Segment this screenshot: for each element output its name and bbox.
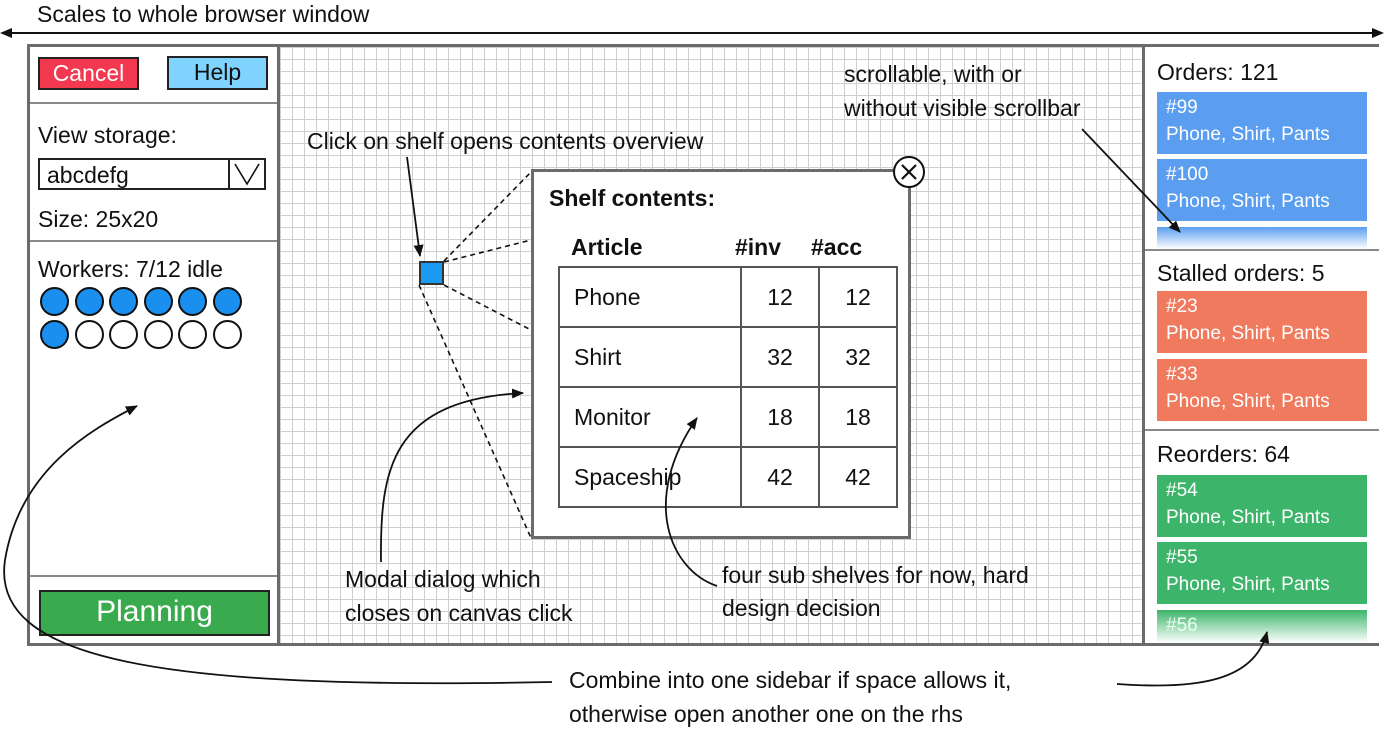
annotation-modal-line2: closes on canvas click [345, 600, 573, 626]
shelf-contents-modal: Shelf contents: Article #inv #acc Phone … [531, 169, 911, 539]
worker-busy-icon [74, 287, 104, 316]
storage-canvas[interactable] [280, 47, 1142, 643]
acc-cell: 32 [818, 326, 898, 388]
worker-busy-icon [212, 287, 242, 316]
table-row: Shirt 32 32 [558, 326, 898, 388]
cancel-button[interactable]: Cancel [38, 57, 139, 90]
divider [1145, 249, 1379, 251]
help-button[interactable]: Help [167, 56, 268, 90]
annotation-subshelves-line1: four sub shelves for now, hard [722, 562, 1029, 588]
worker-idle-icon [212, 320, 242, 349]
reorder-card[interactable]: #54 Phone, Shirt, Pants [1157, 475, 1367, 537]
divider [1145, 429, 1379, 431]
order-items: Phone, Shirt, Pants [1166, 574, 1330, 595]
shelf[interactable] [419, 261, 444, 285]
annotation-modal-line1: Modal dialog which [345, 566, 541, 592]
acc-cell: 12 [818, 266, 898, 328]
worker-busy-icon [178, 287, 207, 316]
shelf-contents-table: Phone 12 12 Shirt 32 32 Monitor 18 18 Sp… [558, 266, 898, 508]
column-header: #acc [811, 234, 863, 260]
reorders-title: Reorders: 64 [1157, 441, 1290, 467]
annotation-combine-line2: otherwise open another one on the rhs [569, 701, 963, 727]
order-card[interactable]: #99 Phone, Shirt, Pants [1157, 92, 1367, 154]
table-row: Monitor 18 18 [558, 386, 898, 448]
worker-idle-icon [74, 320, 104, 349]
order-items: Phone, Shirt, Pants [1166, 191, 1330, 212]
order-id: #33 [1166, 364, 1198, 385]
order-card-faded [1157, 227, 1367, 249]
divider [30, 575, 277, 577]
storage-select[interactable]: abcdefg [38, 158, 266, 190]
order-id: #56 [1166, 615, 1198, 636]
table-row: Phone 12 12 [558, 266, 898, 328]
annotation-subshelves-line2: design decision [722, 595, 881, 621]
modal-title: Shelf contents: [549, 185, 716, 211]
left-sidebar: Cancel Help View storage: abcdefg Size: … [30, 47, 280, 643]
storage-select-value: abcdefg [47, 162, 129, 188]
order-items: Phone, Shirt, Pants [1166, 323, 1330, 344]
divider [30, 102, 277, 104]
workers-grid [40, 287, 250, 357]
table-row: Spaceship 42 42 [558, 446, 898, 508]
order-items: Phone, Shirt, Pants [1166, 391, 1330, 412]
worker-idle-icon [178, 320, 207, 349]
worker-busy-icon [40, 287, 69, 316]
worker-idle-icon [109, 320, 138, 349]
acc-cell: 42 [818, 446, 898, 508]
annotation-shelf-click: Click on shelf opens contents overview [307, 128, 704, 154]
view-storage-label: View storage: [38, 122, 177, 148]
order-id: #54 [1166, 480, 1198, 501]
worker-busy-icon [40, 320, 69, 349]
order-id: #55 [1166, 547, 1198, 568]
size-label: Size: 25x20 [38, 206, 159, 232]
close-icon[interactable] [892, 155, 926, 189]
planning-button[interactable]: Planning [39, 590, 270, 636]
inv-cell: 18 [740, 386, 820, 448]
order-id: #100 [1166, 164, 1209, 185]
width-arrow [0, 28, 1384, 38]
order-id: #23 [1166, 296, 1198, 317]
stalled-orders-title: Stalled orders: 5 [1157, 260, 1325, 286]
article-cell: Spaceship [558, 446, 742, 508]
annotation-combine-line1: Combine into one sidebar if space allows… [569, 667, 1012, 693]
worker-busy-icon [109, 287, 138, 316]
inv-cell: 32 [740, 326, 820, 388]
order-items: Phone, Shirt, Pants [1166, 124, 1330, 145]
acc-cell: 18 [818, 386, 898, 448]
inv-cell: 12 [740, 266, 820, 328]
stalled-order-card[interactable]: #33 Phone, Shirt, Pants [1157, 359, 1367, 421]
orders-title: Orders: 121 [1157, 59, 1279, 85]
article-cell: Monitor [558, 386, 742, 448]
stalled-order-card[interactable]: #23 Phone, Shirt, Pants [1157, 291, 1367, 353]
inv-cell: 42 [740, 446, 820, 508]
article-cell: Phone [558, 266, 742, 328]
order-items: Phone, Shirt, Pants [1166, 507, 1330, 528]
right-sidebar: Orders: 121 #99 Phone, Shirt, Pants #100… [1142, 47, 1379, 643]
divider [30, 240, 277, 242]
column-header: Article [571, 234, 643, 260]
annotation-scrollable-line1: scrollable, with or [844, 61, 1022, 87]
reorder-card[interactable]: #55 Phone, Shirt, Pants [1157, 542, 1367, 604]
column-header: #inv [735, 234, 782, 260]
order-card[interactable]: #100 Phone, Shirt, Pants [1157, 159, 1367, 221]
annotation-scrollable-line2: without visible scrollbar [844, 95, 1081, 121]
annotation-scales: Scales to whole browser window [37, 1, 370, 27]
order-id: #99 [1166, 97, 1198, 118]
article-cell: Shirt [558, 326, 742, 388]
worker-idle-icon [143, 320, 173, 349]
worker-busy-icon [143, 287, 173, 316]
chevron-down-icon[interactable] [228, 160, 264, 188]
workers-label: Workers: 7/12 idle [38, 256, 223, 282]
